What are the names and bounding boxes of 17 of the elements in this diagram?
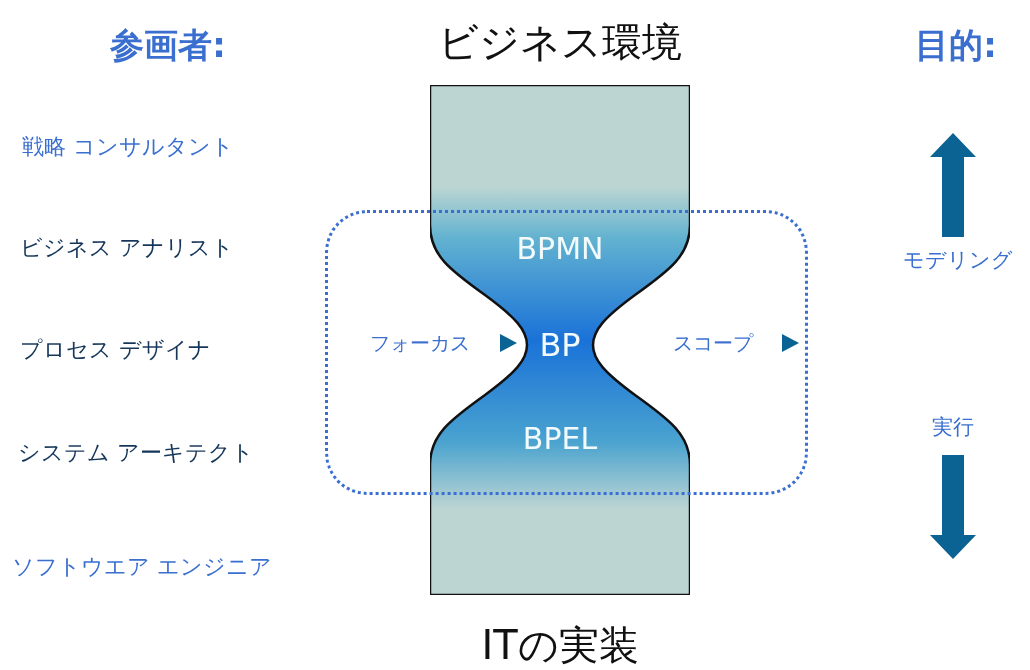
column-heading: 目的: — [915, 24, 997, 66]
layer-label: BPEL — [522, 420, 598, 456]
region-label: スコープ — [673, 329, 753, 357]
role-label: プロセス デザイナ — [20, 336, 211, 364]
layer-heading: ビジネス環境 — [438, 17, 682, 67]
layer-heading: ITの実装 — [481, 620, 639, 670]
layer-label: BP — [539, 326, 581, 364]
role-label: 戦略 コンサルタント — [22, 133, 234, 161]
role-label: 実行 — [932, 415, 974, 441]
role-label: ソフトウエア エンジニア — [12, 553, 272, 581]
column-heading: 参画者: — [110, 24, 226, 66]
region-label: フォーカス — [370, 329, 470, 357]
role-label: ビジネス アナリスト — [20, 234, 234, 262]
role-label: モデリング — [903, 248, 1013, 274]
role-label: システム アーキテクト — [18, 439, 254, 467]
layer-label: BPMN — [516, 230, 604, 266]
dotted-region — [325, 210, 808, 495]
